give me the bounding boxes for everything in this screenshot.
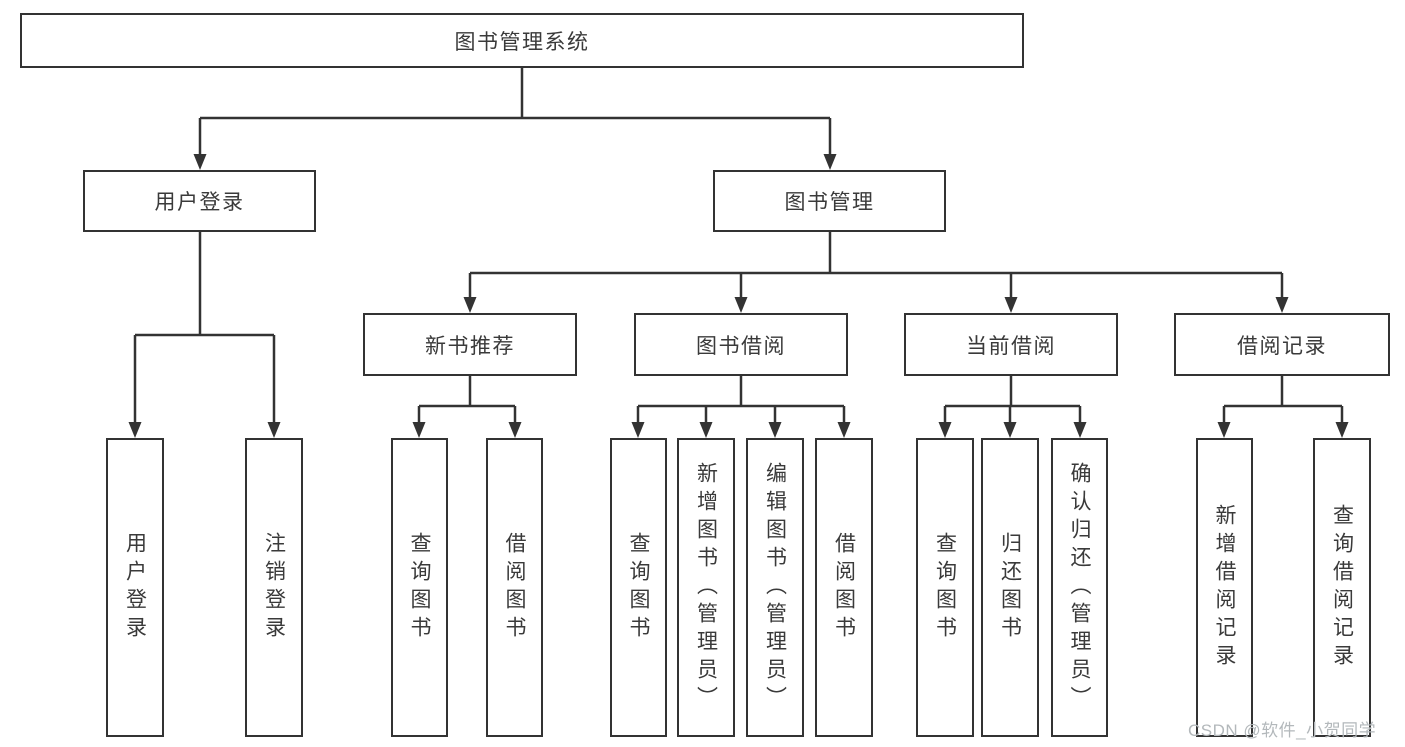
node-leaf-add-borrow-record: 新增借阅记录 [1196, 438, 1253, 737]
node-leaf-edit-book-admin-label: 编辑图书（管理员） [763, 461, 787, 714]
node-new-book-recommend: 新书推荐 [363, 313, 577, 376]
node-leaf-borrow-book-2: 借阅图书 [815, 438, 873, 737]
node-leaf-confirm-return-admin: 确认归还（管理员） [1051, 438, 1108, 737]
node-current-borrow: 当前借阅 [904, 313, 1118, 376]
node-leaf-add-book-admin-label: 新增图书（管理员） [694, 461, 718, 714]
node-leaf-query-book-1: 查询图书 [391, 438, 448, 737]
node-leaf-query-borrow-record: 查询借阅记录 [1313, 438, 1371, 737]
node-leaf-borrow-book-1-label: 借阅图书 [503, 531, 527, 644]
node-book-management: 图书管理 [713, 170, 946, 232]
node-user-login: 用户登录 [83, 170, 316, 232]
node-leaf-user-login: 用户登录 [106, 438, 164, 737]
node-leaf-add-borrow-record-label: 新增借阅记录 [1213, 503, 1237, 672]
node-leaf-query-book-2: 查询图书 [610, 438, 667, 737]
node-book-management-label: 图书管理 [784, 191, 875, 214]
node-leaf-query-book-2-label: 查询图书 [627, 531, 651, 644]
csdn-watermark: CSDN @软件_小贺同学 [1188, 721, 1377, 740]
node-leaf-query-book-1-label: 查询图书 [408, 531, 432, 644]
node-root: 图书管理系统 [20, 13, 1024, 68]
node-leaf-edit-book-admin: 编辑图书（管理员） [746, 438, 804, 737]
node-leaf-user-login-label: 用户登录 [123, 531, 147, 644]
node-leaf-confirm-return-admin-label: 确认归还（管理员） [1068, 461, 1092, 714]
node-leaf-add-book-admin: 新增图书（管理员） [677, 438, 735, 737]
node-root-label: 图书管理系统 [454, 30, 590, 54]
node-leaf-return-book: 归还图书 [981, 438, 1039, 737]
node-book-borrow: 图书借阅 [634, 313, 848, 376]
node-user-login-label: 用户登录 [154, 191, 245, 214]
node-leaf-return-book-label: 归还图书 [998, 531, 1022, 644]
node-book-borrow-label: 图书借阅 [696, 334, 786, 358]
arrowheads [128, 154, 1349, 438]
node-leaf-borrow-book-1: 借阅图书 [486, 438, 543, 737]
node-leaf-logout-label: 注销登录 [262, 531, 286, 644]
node-current-borrow-label: 当前借阅 [966, 334, 1056, 358]
node-borrow-record-label: 借阅记录 [1237, 334, 1327, 358]
node-borrow-record: 借阅记录 [1174, 313, 1390, 376]
node-leaf-borrow-book-2-label: 借阅图书 [832, 531, 856, 644]
node-leaf-logout: 注销登录 [245, 438, 303, 737]
node-leaf-query-borrow-record-label: 查询借阅记录 [1330, 503, 1354, 672]
node-leaf-query-book-3: 查询图书 [916, 438, 974, 737]
node-new-book-recommend-label: 新书推荐 [425, 334, 515, 358]
node-leaf-query-book-3-label: 查询图书 [933, 531, 957, 644]
